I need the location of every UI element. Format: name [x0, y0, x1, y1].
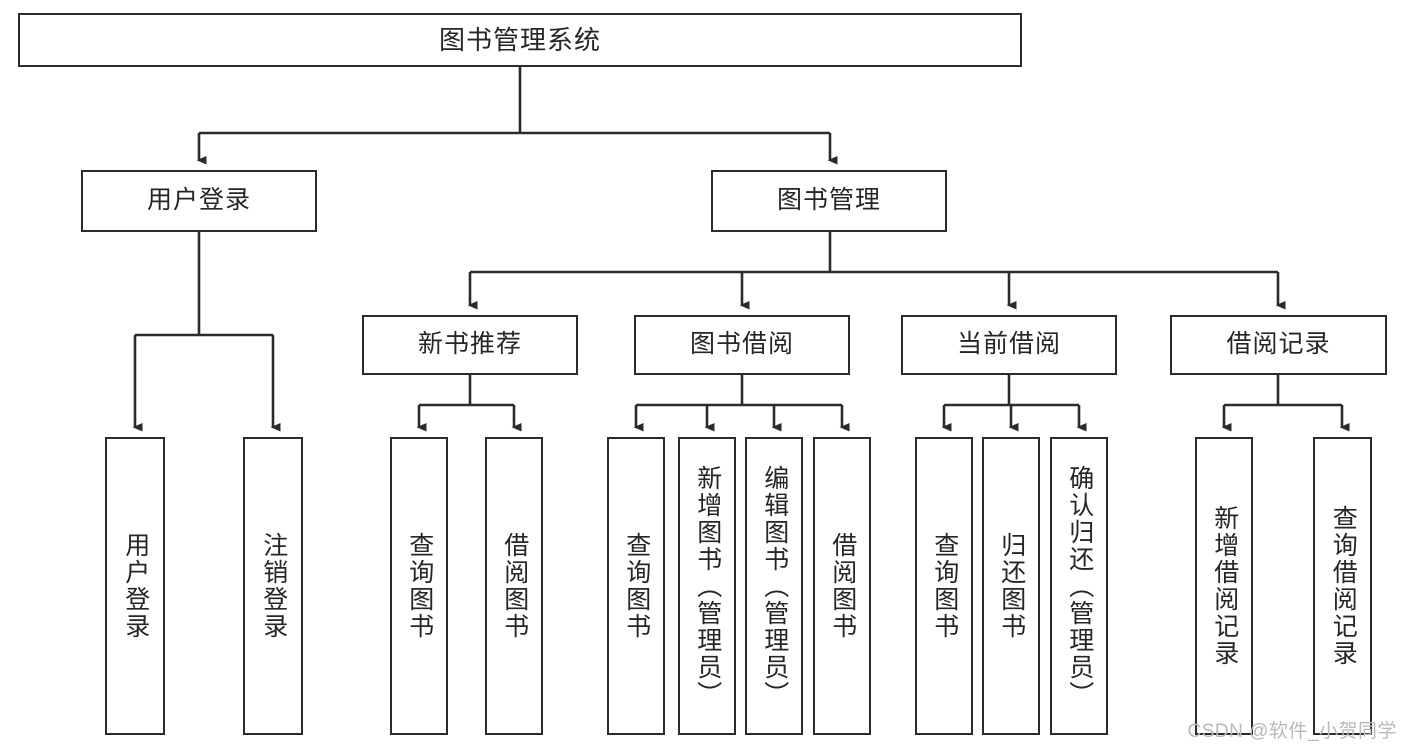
node-book-manage-label: 图书管理: [776, 186, 881, 215]
node-leaf-borrow-book-1[interactable]: 借阅图书: [485, 437, 543, 735]
node-leaf-confirm-return-label: 确认归还（管理员）: [1065, 464, 1094, 708]
node-leaf-query-record-label: 查询借阅记录: [1329, 505, 1358, 667]
node-leaf-return-book[interactable]: 归还图书: [982, 437, 1040, 735]
node-leaf-add-record[interactable]: 新增借阅记录: [1195, 437, 1253, 735]
node-leaf-query-book-2[interactable]: 查询图书: [607, 437, 665, 735]
node-leaf-add-record-label: 新增借阅记录: [1210, 505, 1239, 667]
node-leaf-borrow-book-2-label: 借阅图书: [828, 532, 857, 640]
node-leaf-user-login[interactable]: 用户登录: [105, 437, 165, 735]
node-book-borrow-label: 图书借阅: [689, 330, 794, 359]
node-new-book-recommend-label: 新书推荐: [417, 330, 522, 359]
node-leaf-edit-book-label: 编辑图书（管理员）: [760, 464, 789, 708]
node-leaf-add-book-label: 新增图书（管理员）: [693, 464, 722, 708]
node-borrow-record-label: 借阅记录: [1226, 330, 1331, 359]
node-user-login-label: 用户登录: [146, 186, 251, 215]
node-book-borrow[interactable]: 图书借阅: [634, 315, 850, 375]
node-leaf-logout[interactable]: 注销登录: [243, 437, 303, 735]
node-leaf-query-book-3[interactable]: 查询图书: [915, 437, 973, 735]
node-leaf-query-book-1-label: 查询图书: [405, 532, 434, 640]
node-root-label: 图书管理系统: [438, 24, 601, 55]
node-leaf-query-book-1[interactable]: 查询图书: [390, 437, 448, 735]
node-user-login[interactable]: 用户登录: [81, 170, 317, 232]
node-current-borrow[interactable]: 当前借阅: [901, 315, 1117, 375]
node-leaf-confirm-return[interactable]: 确认归还（管理员）: [1050, 437, 1108, 735]
node-book-manage[interactable]: 图书管理: [711, 170, 947, 232]
node-leaf-borrow-book-1-label: 借阅图书: [500, 532, 529, 640]
node-leaf-edit-book[interactable]: 编辑图书（管理员）: [745, 437, 803, 735]
node-leaf-query-book-2-label: 查询图书: [622, 532, 651, 640]
node-leaf-logout-label: 注销登录: [259, 532, 288, 640]
node-current-borrow-label: 当前借阅: [956, 330, 1061, 359]
node-leaf-query-book-3-label: 查询图书: [930, 532, 959, 640]
node-leaf-borrow-book-2[interactable]: 借阅图书: [813, 437, 871, 735]
node-borrow-record[interactable]: 借阅记录: [1170, 315, 1387, 375]
watermark: CSDN @软件_小贺同学: [1187, 721, 1397, 742]
node-leaf-user-login-label: 用户登录: [121, 532, 150, 640]
node-leaf-query-record[interactable]: 查询借阅记录: [1313, 437, 1372, 735]
node-leaf-return-book-label: 归还图书: [997, 532, 1026, 640]
node-leaf-add-book[interactable]: 新增图书（管理员）: [678, 437, 736, 735]
node-new-book-recommend[interactable]: 新书推荐: [362, 315, 578, 375]
node-root[interactable]: 图书管理系统: [18, 13, 1022, 67]
